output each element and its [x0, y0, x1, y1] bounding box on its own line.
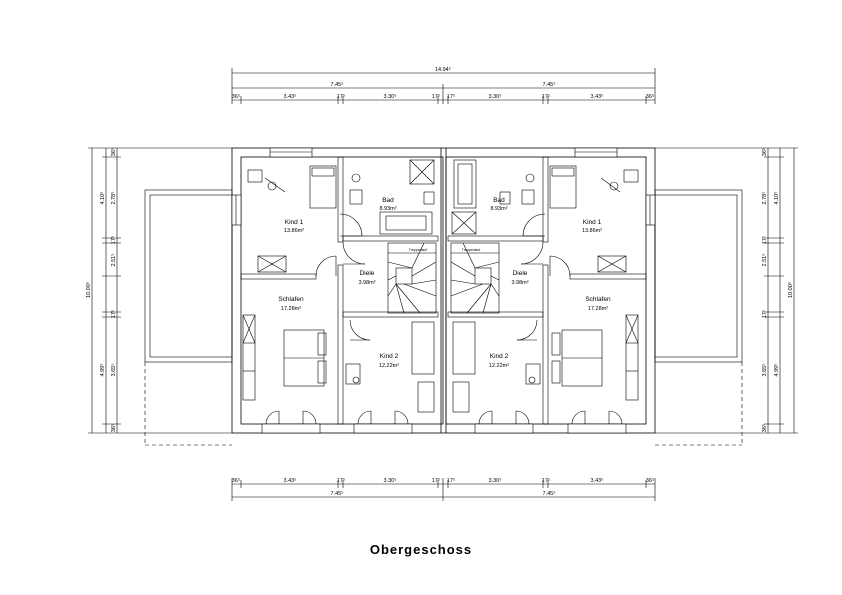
room-bad-left: Bad	[382, 197, 394, 204]
top-dimension-chain	[231, 68, 656, 104]
area-schlafen-left: 17.28m²	[281, 306, 301, 312]
dim-room-tl: 3.43⁵	[284, 93, 297, 100]
dim-dr3: 3.65⁵	[761, 364, 768, 377]
dim-half-bl: 7.45⁵	[331, 490, 344, 497]
dim-half-left: 7.45⁵	[331, 81, 344, 88]
dim-room-bm1: 3.30⁵	[384, 477, 397, 484]
dim-half-br: 7.45⁵	[543, 490, 556, 497]
dim-depth-front-left: 4.10⁵	[99, 192, 106, 205]
dimension-labels: 14.94⁵ 7.45⁵ 7.45⁵ 36⁵ 3.43⁵ 17⁵ 3.30⁵ 1…	[85, 66, 794, 497]
dim-depth-right: 10.00⁵	[787, 282, 794, 298]
area-diele-left: 3.98m²	[358, 280, 375, 286]
dim-wall-bm: 17⁵	[432, 477, 440, 484]
windows-bottom	[261, 410, 627, 434]
dim-depth-left: 10.00⁵	[85, 282, 92, 298]
dim-wall-br2: 17⁵	[542, 477, 550, 484]
area-diele-right: 3.98m²	[511, 280, 528, 286]
room-kind1-left: Kind 1	[285, 219, 304, 226]
dim-overall-width: 14.94⁵	[435, 66, 451, 73]
dim-dr2: 2.51⁵	[761, 254, 768, 267]
room-labels-right: Kind 1 13.86m² Bad 8.93m² Diele 3.98m² S…	[462, 197, 611, 369]
area-kind1-right: 13.86m²	[582, 228, 602, 234]
dim-room-bm2: 3.30⁵	[489, 477, 502, 484]
room-kind2-right: Kind 2	[490, 353, 509, 360]
dim-wall-tm2: 17⁵	[447, 93, 455, 100]
dim-wall-tl: 36⁵	[232, 93, 240, 100]
dim-wall-bm2: 17⁵	[447, 477, 455, 484]
dim-wr2: 17⁵	[761, 236, 768, 244]
area-kind2-right: 12.22m²	[489, 363, 509, 369]
furniture-right	[451, 159, 639, 413]
furniture-left	[242, 159, 435, 413]
area-bad-right: 8.93m²	[490, 206, 507, 212]
doors	[315, 213, 571, 341]
dim-wr1: 36⁵	[761, 148, 768, 156]
left-dimension-chain	[88, 147, 232, 434]
room-schlafen-left: Schlafen	[278, 296, 304, 303]
dim-room-bl: 3.43⁵	[284, 477, 297, 484]
room-kind1-right: Kind 1	[583, 219, 602, 226]
windows-top	[231, 147, 656, 226]
dim-depth-rear-left: 4.99⁵	[99, 364, 106, 377]
dim-wl2: 17⁵	[110, 236, 117, 244]
drawing-title: Obergeschoss	[369, 542, 473, 557]
room-diele-right: Diele	[513, 270, 528, 277]
outer-walls	[231, 147, 656, 434]
area-schlafen-right: 17.28m²	[588, 306, 608, 312]
ground-floor-outline	[144, 362, 743, 446]
interior-walls-left	[240, 156, 439, 425]
dim-wall-tr: 36⁵	[646, 93, 654, 100]
dim-room-tr: 3.43⁵	[591, 93, 604, 100]
dim-half-right: 7.45⁵	[543, 81, 556, 88]
room-bad-right: Bad	[493, 197, 505, 204]
room-labels-left: Kind 1 13.86m² Bad 8.93m² Diele 3.98m² S…	[278, 197, 427, 369]
dim-depth-front-right: 4.10⁵	[773, 192, 780, 205]
dim-wall-bl2: 17⁵	[337, 477, 345, 484]
dim-room-tm1: 3.30⁵	[384, 93, 397, 100]
room-kind2-left: Kind 2	[380, 353, 399, 360]
dim-wl4: 36⁵	[110, 424, 117, 432]
right-dimension-chain	[655, 147, 798, 434]
dim-dl2: 2.51⁵	[110, 254, 117, 267]
dim-wall-bl: 36⁵	[232, 477, 240, 484]
interior-walls-right	[447, 156, 647, 425]
balcony-left	[144, 189, 233, 363]
dim-wr4: 36⁵	[761, 424, 768, 432]
bottom-dimension-chain	[231, 478, 656, 501]
dim-wl3: 17⁵	[110, 310, 117, 318]
stair-left	[387, 242, 437, 314]
dim-wall-br: 36⁵	[646, 477, 654, 484]
stair-label-right: Treppenlauf	[462, 248, 481, 252]
dim-room-tm2: 3.30⁵	[489, 93, 502, 100]
dim-dl1: 2.78⁵	[110, 192, 117, 205]
dim-wall-tm: 17⁵	[432, 93, 440, 100]
stair-right	[450, 242, 500, 314]
dim-depth-rear-right: 4.99⁵	[773, 364, 780, 377]
dim-wall-tl2: 17⁵	[337, 93, 345, 100]
area-kind2-left: 12.22m²	[379, 363, 399, 369]
dim-dl3: 3.65⁵	[110, 364, 117, 377]
dim-room-br: 3.43⁵	[591, 477, 604, 484]
stair-label-left: Treppenlauf	[409, 248, 428, 252]
area-bad-left: 8.93m²	[379, 206, 396, 212]
area-kind1-left: 13.86m²	[284, 228, 304, 234]
dim-wr3: 17⁵	[761, 310, 768, 318]
room-diele-left: Diele	[360, 270, 375, 277]
dim-wall-tr2: 17⁵	[542, 93, 550, 100]
dim-wl1: 36⁵	[110, 148, 117, 156]
balcony-right	[654, 189, 743, 363]
dim-dr1: 2.78⁵	[761, 192, 768, 205]
room-schlafen-right: Schlafen	[585, 296, 611, 303]
